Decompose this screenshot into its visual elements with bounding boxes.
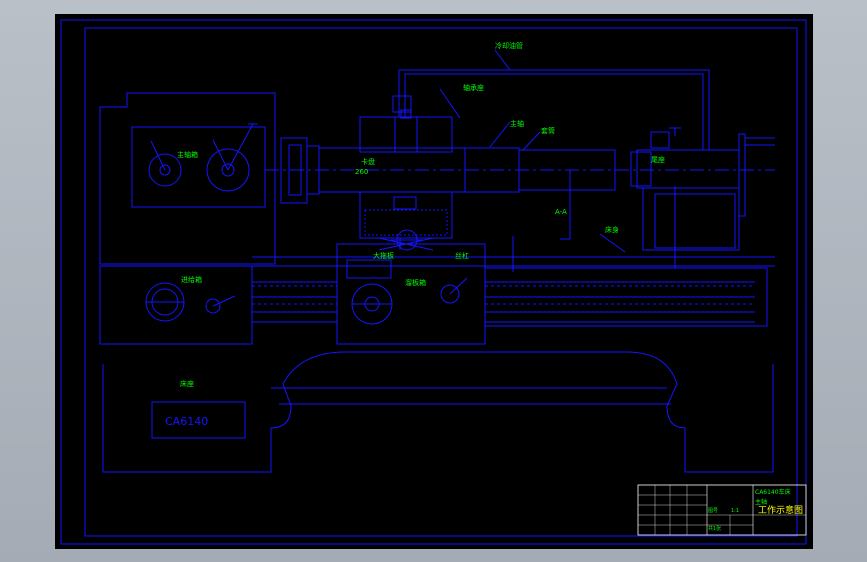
label-bed: 床身 [605, 225, 619, 234]
label-sleeve: 套筒 [541, 126, 555, 135]
label-carriage: 溜板箱 [405, 278, 426, 287]
label-dim-right: A-A [555, 208, 567, 216]
label-headstock: 主轴箱 [177, 150, 198, 159]
headstock [99, 92, 276, 265]
title-block [637, 484, 807, 536]
coolant-pipe [392, 69, 710, 150]
label-feed-box: 进给箱 [181, 275, 202, 284]
title-name-line2: 主轴 [755, 498, 767, 506]
drawing-sheet[interactable]: 冷却油管 轴承座 主轴 套筒 尾座 主轴箱 卡盘 床身 进给箱 溜板箱 大拖板 … [55, 14, 813, 549]
title-name-line1: CA6140车床 [755, 488, 791, 496]
sleeve [518, 149, 616, 240]
inner-frame [84, 27, 798, 537]
title-code: 图号 [708, 508, 718, 514]
bearing-housing [359, 116, 453, 251]
outer-frame [60, 19, 807, 545]
title-scale: 1:1 [731, 508, 739, 514]
label-base: 床座 [180, 379, 194, 388]
label-upper-bearing: 轴承座 [463, 83, 484, 92]
label-leadscrew: 丝杠 [455, 251, 469, 260]
title-block-title: 工作示意图 [758, 504, 803, 516]
bed [252, 186, 775, 327]
leader-lines [439, 49, 626, 253]
label-top-pipe: 冷却油管 [495, 41, 523, 50]
label-chuck: 卡盘 [361, 157, 375, 166]
title-sheet: 共1张 [708, 525, 721, 532]
bed-base [102, 351, 774, 473]
lathe-drawing: 冷却油管 轴承座 主轴 套筒 尾座 主轴箱 卡盘 床身 进给箱 溜板箱 大拖板 … [60, 19, 807, 545]
label-tailstock: 尾座 [651, 155, 665, 164]
tailstock [630, 127, 775, 251]
label-saddle: 大拖板 [373, 251, 394, 260]
label-dim-left: 260 [355, 168, 368, 176]
feed-box [99, 265, 253, 345]
label-spindle: 主轴 [510, 119, 524, 128]
model-label: CA6140 [165, 415, 208, 428]
